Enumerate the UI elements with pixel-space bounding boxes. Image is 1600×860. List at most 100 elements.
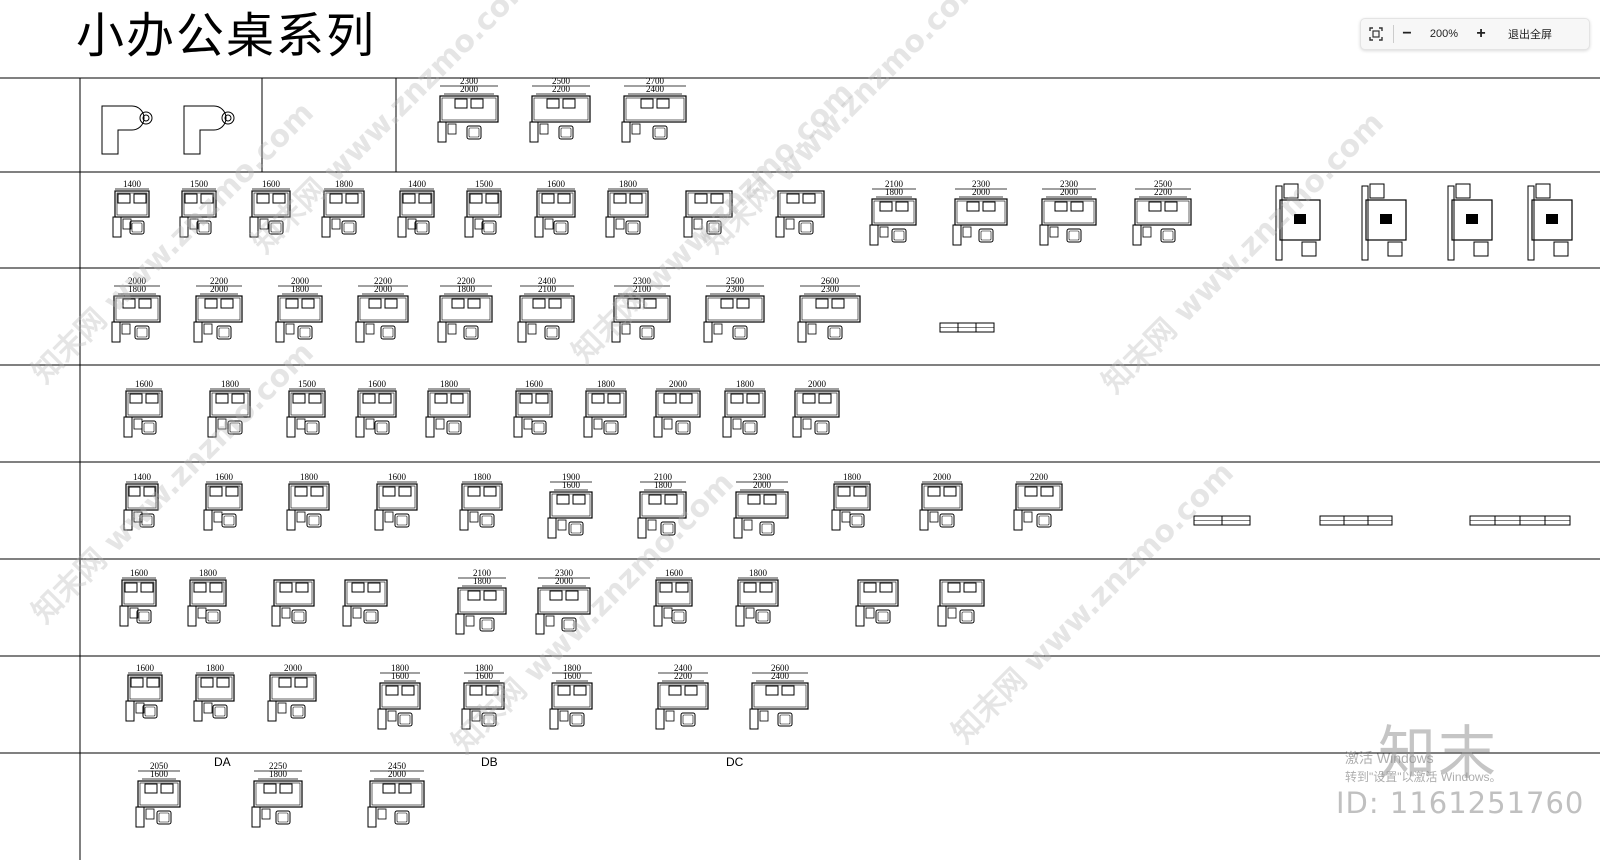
desk-top — [429, 392, 469, 416]
exit-fullscreen-button[interactable]: 退出全屏 — [1508, 29, 1552, 41]
monitor — [927, 486, 941, 497]
monitor — [367, 582, 381, 593]
desk-return — [355, 416, 365, 438]
chair — [481, 712, 497, 727]
monitor — [385, 685, 399, 696]
chair-plan — [224, 114, 232, 122]
chair — [212, 704, 228, 719]
desk-top — [857, 579, 899, 607]
chair — [759, 521, 775, 536]
desk-symbol: 1800 — [459, 472, 503, 531]
row1-plan-cells — [101, 78, 397, 172]
desk-return — [517, 321, 527, 343]
dimension-label: 1600 — [130, 568, 149, 578]
monitor — [378, 393, 392, 404]
monitor — [656, 98, 670, 109]
desk-return — [135, 806, 145, 828]
dimension-label: 1800 — [269, 769, 288, 779]
monitor — [434, 393, 448, 404]
chair — [798, 220, 814, 235]
desk-top — [923, 485, 961, 509]
drawer-unit — [145, 808, 155, 820]
dimension-label: 2100 — [473, 568, 492, 578]
dimension-label: 1800 — [736, 379, 755, 389]
monitor — [272, 193, 286, 204]
desk-symbol: 1800 — [831, 472, 871, 531]
dimension-label: 2450 — [388, 761, 407, 771]
desk-top — [954, 198, 1008, 226]
monitor — [679, 393, 693, 404]
chair — [777, 712, 793, 727]
desk-top — [466, 190, 502, 218]
chair — [223, 515, 235, 526]
desk-top — [205, 483, 243, 511]
desk-return — [855, 605, 865, 627]
drawer-unit — [1023, 511, 1033, 523]
desk-return — [735, 605, 745, 627]
desk-top — [125, 390, 163, 418]
drawer-unit — [557, 519, 567, 531]
dimension-label: 2000 — [374, 284, 393, 294]
desk-top — [325, 192, 363, 216]
chair — [827, 325, 843, 340]
desk-top — [1017, 485, 1061, 509]
drawer-unit — [947, 607, 957, 619]
chair — [652, 125, 668, 140]
dimension-label: 2300 — [726, 284, 745, 294]
drawer-unit — [539, 123, 549, 135]
pod-desk-symbol — [1447, 183, 1493, 261]
chair — [732, 325, 748, 340]
desk-top — [123, 581, 155, 605]
dimension-label: 1800 — [291, 284, 310, 294]
desk-top — [251, 190, 291, 218]
monitor — [1054, 201, 1068, 212]
chair — [448, 422, 460, 433]
chair — [483, 222, 495, 233]
fit-screen-icon[interactable] — [1361, 19, 1391, 49]
pod-desk-symbol — [1527, 183, 1573, 261]
chair — [446, 420, 462, 435]
dimension-label: 1800 — [221, 379, 240, 389]
pod-desk-symbol — [1275, 183, 1321, 261]
desk-top — [536, 190, 576, 218]
chair — [198, 222, 210, 233]
zoom-out-button[interactable]: − — [1402, 25, 1412, 42]
dimension-label: 1800 — [300, 472, 319, 482]
desk-return — [321, 216, 331, 238]
desk-symbol: 1600 — [513, 379, 553, 438]
chair — [141, 515, 153, 526]
monitor — [710, 193, 724, 204]
chair — [875, 609, 891, 624]
desk-return — [1132, 224, 1142, 246]
chair — [1038, 515, 1050, 526]
monitor — [382, 783, 396, 794]
desk-top — [113, 295, 161, 323]
monitor — [1148, 201, 1162, 212]
desk-top — [273, 579, 315, 607]
chair — [569, 712, 585, 727]
monitor — [292, 393, 306, 404]
monitor — [966, 201, 980, 212]
zoom-toolbar: − 200% + 退出全屏 — [1360, 18, 1590, 50]
dimension-label: 2400 — [771, 671, 790, 681]
chair — [1369, 183, 1385, 199]
chair — [205, 609, 221, 624]
dimension-label: 2400 — [538, 276, 557, 286]
chair — [481, 220, 497, 235]
dimension-label: 1800 — [206, 663, 225, 673]
monitor — [368, 298, 382, 309]
chair — [742, 420, 758, 435]
desk-return — [1361, 185, 1369, 261]
zoom-in-button[interactable]: + — [1476, 25, 1486, 42]
chair — [654, 127, 666, 138]
monitor — [401, 685, 415, 696]
drawer-unit — [189, 218, 199, 230]
drawer-unit — [129, 607, 139, 619]
desk-return — [919, 509, 929, 531]
desk-top — [1134, 198, 1192, 226]
page-title: 小办公桌系列 — [76, 8, 377, 64]
